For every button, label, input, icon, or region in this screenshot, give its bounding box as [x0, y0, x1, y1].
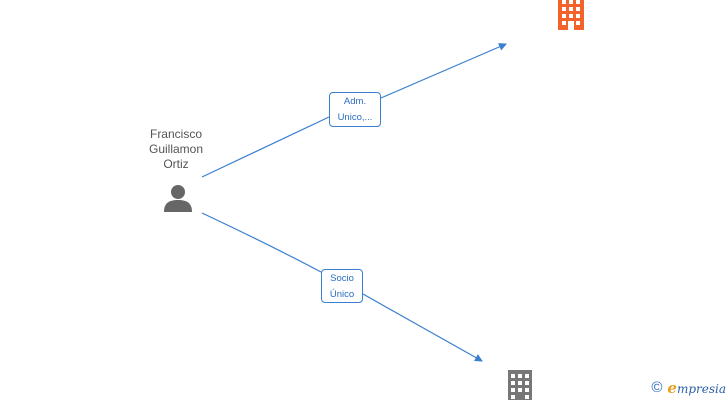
building-icon[interactable] — [507, 370, 533, 400]
person-name[interactable]: Francisco Guillamon Ortiz — [128, 127, 224, 172]
copyright-icon: © — [651, 379, 663, 396]
edge-socio-unico — [201, 212, 482, 361]
person-icon[interactable] — [163, 184, 193, 212]
brand-initial: e — [667, 378, 677, 397]
edge-label-line: Adm. — [343, 96, 367, 107]
edge-label-line: Socio — [330, 273, 354, 284]
edge-label-line: Único — [329, 289, 355, 300]
brand-logo: empresia — [667, 380, 726, 397]
edge-adm-unico — [201, 44, 506, 178]
person-name-line-1: Francisco — [149, 127, 202, 141]
person-name-line-3: Ortiz — [163, 157, 189, 171]
building-icon[interactable] — [556, 0, 586, 30]
edge-label-socio-unico[interactable]: Socio Único — [321, 269, 363, 303]
edge-label-line: Unico,... — [337, 112, 373, 123]
person-name-line-2: Guillamon — [148, 142, 204, 156]
brand-name: mpresia — [676, 381, 726, 396]
edge-label-adm-unico[interactable]: Adm. Unico,... — [329, 92, 381, 127]
footer-brand[interactable]: © empresia — [651, 380, 726, 396]
